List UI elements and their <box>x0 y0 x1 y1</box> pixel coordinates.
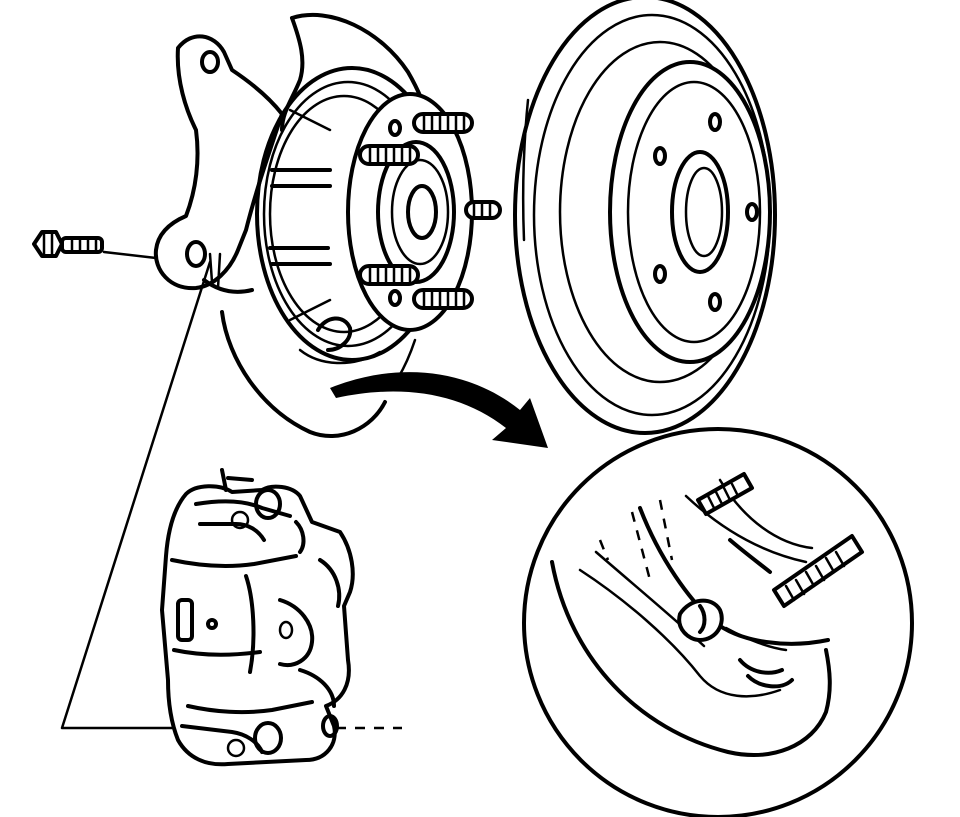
wheel-stud <box>464 200 502 220</box>
wheel-stud <box>358 144 420 166</box>
steering-knuckle <box>153 34 284 294</box>
wheel-stud <box>412 112 474 134</box>
detail-magnifier <box>522 427 914 817</box>
wheel-stud <box>696 472 754 516</box>
wheel-stud <box>358 264 420 286</box>
wheel-studs <box>358 112 502 310</box>
brake-rotor <box>513 0 777 435</box>
view-arrow <box>330 372 548 448</box>
caliper-mounting-bolt <box>32 230 158 260</box>
knuckle-upper-hole <box>200 50 220 74</box>
knuckle-lower-hole <box>185 240 207 268</box>
wheel-stud <box>772 534 864 608</box>
wheel-stud <box>412 288 474 310</box>
leader-lines <box>60 260 402 730</box>
brake-caliper <box>160 468 355 767</box>
